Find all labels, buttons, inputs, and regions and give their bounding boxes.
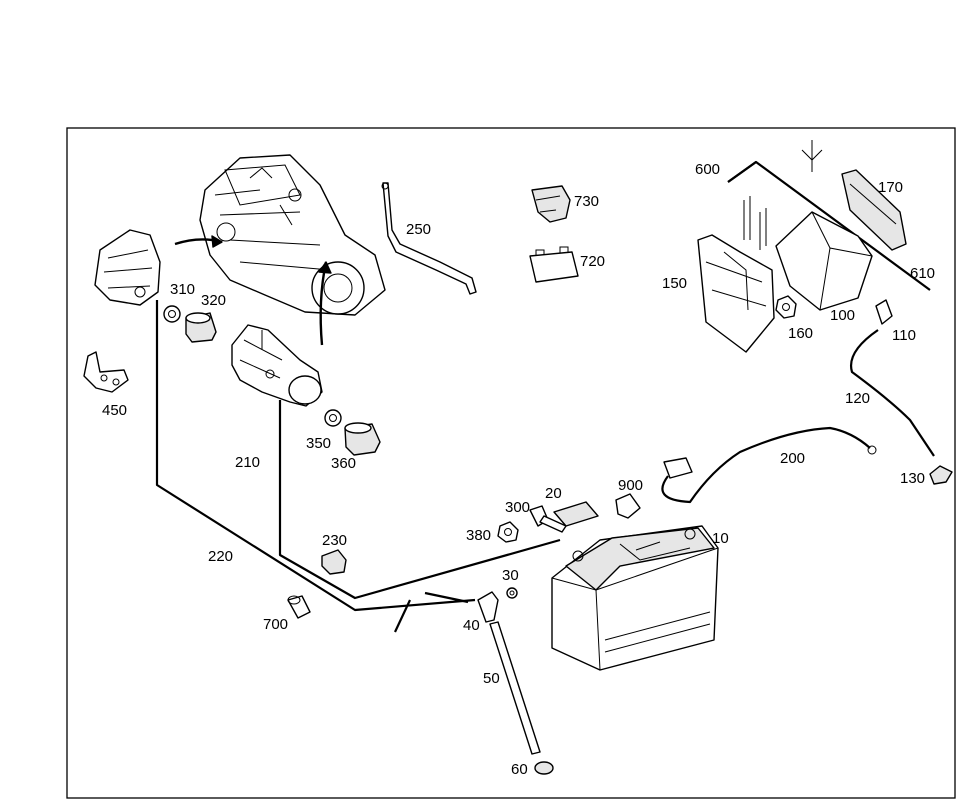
label-40: 40 <box>463 617 480 634</box>
auxiliary-battery-100 <box>775 211 873 311</box>
label-130: 130 <box>900 470 925 487</box>
label-220: 220 <box>208 548 233 565</box>
fuse-720 <box>529 246 579 283</box>
vent-tube-120 <box>849 329 935 457</box>
bolt-300 <box>529 505 567 533</box>
label-200: 200 <box>780 450 805 467</box>
vent-hose-50 <box>489 621 541 755</box>
sensor-900 <box>615 493 641 519</box>
label-310: 310 <box>170 281 195 298</box>
sleeve-700 <box>287 595 311 619</box>
diagram-frame <box>66 127 956 799</box>
protective-cap-320 <box>185 312 217 343</box>
engine-block <box>199 154 386 316</box>
support-lines <box>743 140 823 250</box>
label-30: 30 <box>502 567 519 584</box>
vent-fitting-40 <box>477 591 499 623</box>
label-150: 150 <box>662 275 687 292</box>
washer-30 <box>506 587 518 599</box>
ground-strap-250 <box>381 182 477 295</box>
label-210: 210 <box>235 454 260 471</box>
line-610 <box>727 161 757 183</box>
label-610: 610 <box>910 265 935 282</box>
cable-210 <box>278 400 561 600</box>
bracket-450 <box>83 351 129 393</box>
label-700: 700 <box>263 616 288 633</box>
label-450: 450 <box>102 402 127 419</box>
nut-160 <box>775 295 797 319</box>
label-170: 170 <box>878 179 903 196</box>
arrowhead-right <box>318 261 332 274</box>
cover-20 <box>553 501 599 527</box>
cable-branch <box>394 591 469 633</box>
label-900: 900 <box>618 477 643 494</box>
label-320: 320 <box>201 292 226 309</box>
label-120: 120 <box>845 390 870 407</box>
battery-10 <box>551 525 719 671</box>
grommet-130 <box>929 465 953 485</box>
label-600: 600 <box>695 161 720 178</box>
label-350: 350 <box>306 435 331 452</box>
label-100: 100 <box>830 307 855 324</box>
label-160: 160 <box>788 325 813 342</box>
arrowhead-left <box>211 235 223 248</box>
relay-730 <box>531 185 571 223</box>
alternator <box>94 229 161 306</box>
label-110: 110 <box>892 327 916 344</box>
nut-350 <box>324 409 342 427</box>
cable-200 <box>661 426 877 504</box>
label-380: 380 <box>466 527 491 544</box>
protective-cap-360 <box>344 422 381 456</box>
clip-230 <box>321 549 347 575</box>
starter-motor <box>231 324 323 407</box>
nut-310 <box>163 305 181 323</box>
cap-60 <box>534 761 554 775</box>
label-20: 20 <box>545 485 562 502</box>
fitting-110 <box>875 299 893 325</box>
label-720: 720 <box>580 253 605 270</box>
label-10: 10 <box>712 530 729 547</box>
cable-220 <box>155 300 476 612</box>
label-360: 360 <box>331 455 356 472</box>
label-300: 300 <box>505 499 530 516</box>
cover-170 <box>841 169 907 251</box>
nut-380 <box>497 521 519 543</box>
label-60: 60 <box>511 761 528 778</box>
label-250: 250 <box>406 221 431 238</box>
label-230: 230 <box>322 532 347 549</box>
battery-tray-150 <box>697 234 775 353</box>
label-730: 730 <box>574 193 599 210</box>
label-50: 50 <box>483 670 500 687</box>
